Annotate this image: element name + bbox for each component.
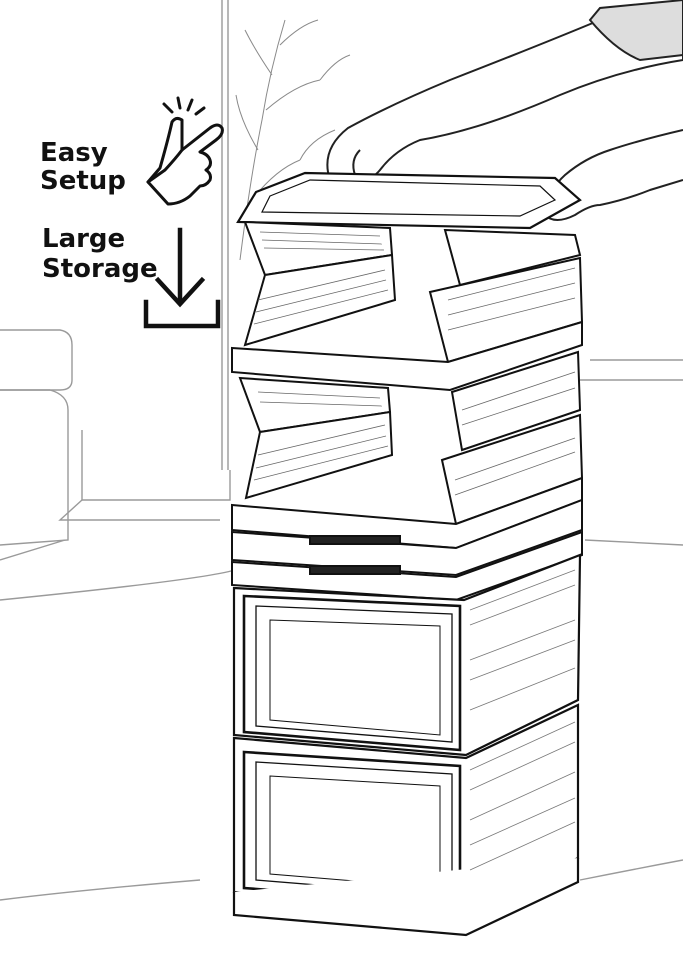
- download-arrow-icon: [143, 227, 221, 329]
- lower-storage-box: [232, 703, 580, 937]
- large-storage-title-line1: Large: [42, 224, 126, 254]
- hands-holding-lid: [326, 0, 683, 221]
- pointing-hand-icon: [146, 96, 224, 206]
- middle-folding-panels: [231, 350, 584, 550]
- lid: [236, 171, 582, 230]
- base-frames: [231, 498, 583, 602]
- room-background: [0, 0, 683, 901]
- upper-storage-box: [232, 553, 582, 757]
- easy-setup-title-line1: Easy: [40, 138, 108, 168]
- easy-setup-title-line2: Setup: [40, 166, 126, 196]
- large-storage-title-line2: Storage: [42, 254, 158, 284]
- upper-folding-panels: [231, 220, 584, 392]
